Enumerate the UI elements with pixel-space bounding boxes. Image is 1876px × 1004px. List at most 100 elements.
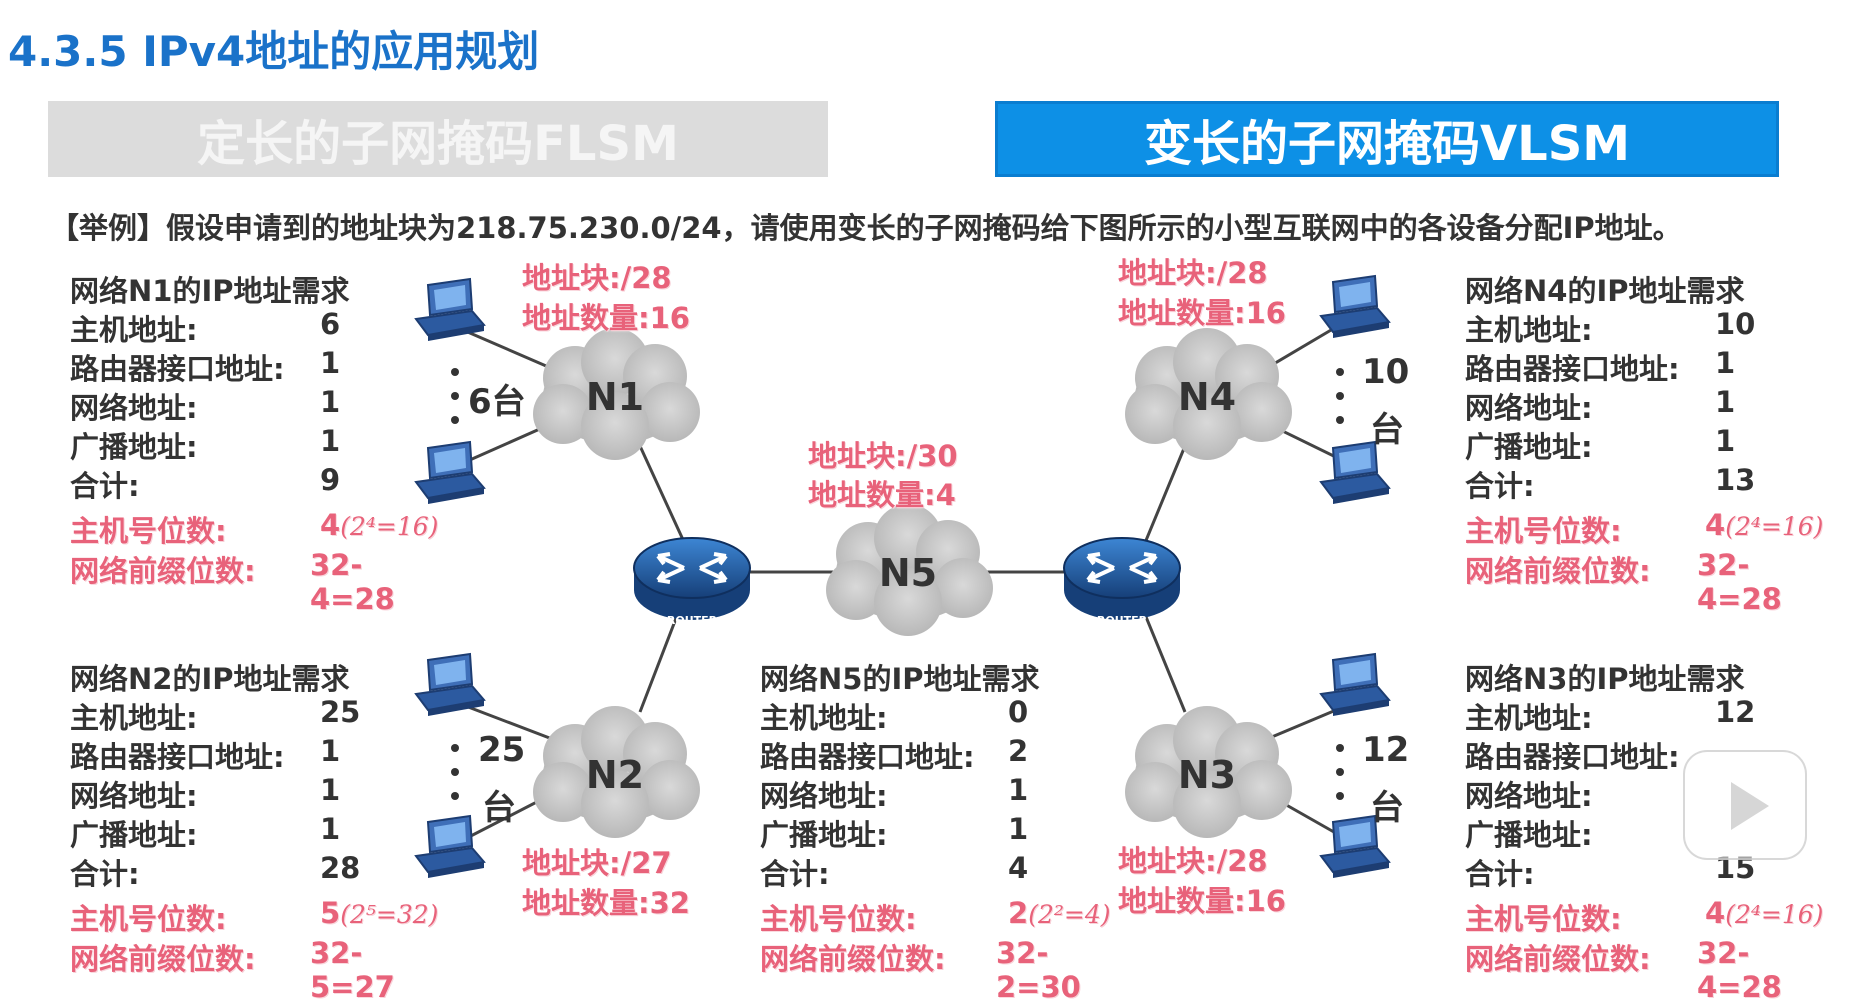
req-heading: 网络N3的IP地址需求 [1465,662,1745,696]
router-left-label: ROUTER [667,614,718,627]
tab-flsm[interactable]: 定长的子网掩码FLSM [48,101,828,177]
device-count-n4: 10 [1362,352,1410,392]
req-label-broadcast: 广播地址: [1465,818,1593,852]
router-right-label: ROUTER [1097,614,1148,627]
req-label-prefix: 网络前缀位数: [70,942,256,976]
cloud-label-n3: N3 [1178,753,1236,797]
req-value-router: 1 [320,734,341,768]
req-value-host: 6 [320,307,341,341]
req-label-prefix: 网络前缀位数: [1465,942,1651,976]
req-label-broadcast: 广播地址: [70,818,198,852]
computer-icon [415,278,485,342]
req-value-total: 13 [1715,463,1756,497]
video-play-icon[interactable] [1683,750,1807,860]
computer-icon [1320,275,1390,339]
req-value-host-bits: 2(2²=4) [1008,896,1111,930]
req-label-network: 网络地址: [1465,779,1593,813]
req-value-broadcast: 1 [1715,424,1736,458]
req-label-host-bits: 主机号位数: [1465,514,1622,548]
req-label-router: 路由器接口地址: [70,740,285,774]
req-label-host: 主机地址: [70,701,198,735]
device-unit-n3: 台 [1370,788,1404,828]
device-count-n1: 6台 [468,382,526,422]
req-label-broadcast: 广播地址: [760,818,888,852]
req-value-host: 10 [1715,307,1756,341]
req-label-prefix: 网络前缀位数: [760,942,946,976]
block-n2: 地址块:/27 [522,846,672,880]
tab-vlsm[interactable]: 变长的子网掩码VLSM [995,101,1779,177]
req-label-broadcast: 广播地址: [70,430,198,464]
block-n5: 地址块:/30 [808,439,958,473]
req-label-network: 网络地址: [760,779,888,813]
req-heading: 网络N1的IP地址需求 [70,274,350,308]
req-label-host-bits: 主机号位数: [1465,902,1622,936]
req-value-total: 28 [320,851,361,885]
req-value-host-bits: 4(2⁴=16) [320,508,439,542]
req-label-router: 路由器接口地址: [1465,352,1680,386]
req-value-broadcast: 1 [320,424,341,458]
req-label-prefix: 网络前缀位数: [70,554,256,588]
device-unit-n2: 台 [482,788,516,828]
req-value-host-bits: 4(2⁴=16) [1705,508,1824,542]
req-label-host-bits: 主机号位数: [70,902,227,936]
req-label-prefix: 网络前缀位数: [1465,554,1651,588]
computer-icon [415,441,485,505]
computer-icon [415,653,485,717]
req-label-host: 主机地址: [1465,701,1593,735]
cloud-label-n5: N5 [879,551,937,595]
req-value-network: 1 [320,773,341,807]
req-value-prefix: 32-4=28 [1697,936,1782,1004]
req-heading: 网络N4的IP地址需求 [1465,274,1745,308]
req-label-host-bits: 主机号位数: [70,514,227,548]
req-value-host: 12 [1715,695,1756,729]
router-right-icon [1062,536,1182,622]
req-value-router: 1 [320,346,341,380]
req-label-host: 主机地址: [1465,313,1593,347]
req-label-host: 主机地址: [760,701,888,735]
req-value-prefix: 32-5=27 [310,936,395,1004]
device-count-n2: 25 [478,730,526,770]
addr-count-n5: 地址数量:4 [808,478,956,512]
block-n1: 地址块:/28 [522,261,672,295]
req-value-prefix: 32-2=30 [996,936,1081,1004]
addr-count-n4: 地址数量:16 [1118,296,1286,330]
req-value-router: 2 [1008,734,1029,768]
req-label-network: 网络地址: [1465,391,1593,425]
example-text: 【举例】假设申请到的地址块为218.75.230.0/24，请使用变长的子网掩码… [50,211,1682,245]
computer-icon [1320,441,1390,505]
req-value-router: 1 [1715,346,1736,380]
block-n3: 地址块:/28 [1118,844,1268,878]
req-heading: 网络N2的IP地址需求 [70,662,350,696]
req-label-total: 合计: [70,469,140,503]
req-label-broadcast: 广播地址: [1465,430,1593,464]
req-value-broadcast: 1 [1008,812,1029,846]
computer-icon [1320,653,1390,717]
req-value-prefix: 32-4=28 [310,548,395,616]
cloud-label-n1: N1 [586,375,644,419]
req-label-total: 合计: [1465,469,1535,503]
req-value-host-bits: 5(2⁵=32) [320,896,439,930]
req-value-host-bits: 4(2⁴=16) [1705,896,1824,930]
req-label-total: 合计: [70,857,140,891]
req-value-host: 25 [320,695,361,729]
req-value-prefix: 32-4=28 [1697,548,1782,616]
req-label-network: 网络地址: [70,391,198,425]
addr-count-n3: 地址数量:16 [1118,884,1286,918]
addr-count-n1: 地址数量:16 [522,301,690,335]
computer-icon [415,815,485,879]
page-title: 4.3.5 IPv4地址的应用规划 [8,27,540,76]
req-value-total: 4 [1008,851,1029,885]
cloud-label-n4: N4 [1178,375,1236,419]
req-label-router: 路由器接口地址: [70,352,285,386]
block-n4: 地址块:/28 [1118,256,1268,290]
addr-count-n2: 地址数量:32 [522,886,690,920]
ellipsis-dots [451,368,1344,800]
cloud-label-n2: N2 [586,753,644,797]
req-value-network: 1 [1715,385,1736,419]
req-label-host: 主机地址: [70,313,198,347]
device-unit-n4: 台 [1370,410,1404,450]
req-value-network: 1 [1008,773,1029,807]
req-label-router: 路由器接口地址: [760,740,975,774]
req-value-network: 1 [320,385,341,419]
req-label-total: 合计: [1465,857,1535,891]
